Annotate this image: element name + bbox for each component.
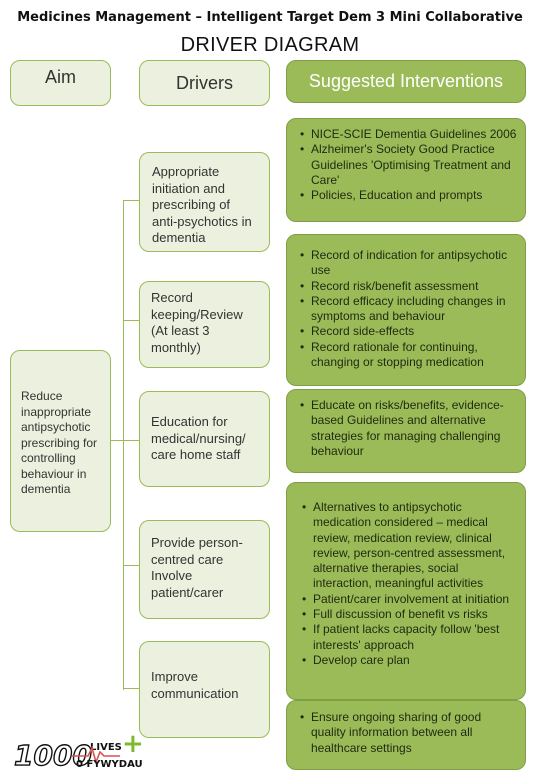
driver-box-5: Improve communication	[139, 641, 270, 738]
driver-spine	[123, 200, 124, 690]
aim-text: Reduce inappropriate antipsychotic presc…	[21, 389, 98, 496]
intervention-item: Record of indication for antipsychotic u…	[295, 248, 519, 279]
driver-text: Improve communication	[151, 669, 239, 701]
intervention-item: Record risk/benefit assessment	[295, 279, 519, 295]
intervention-box-2: Record of indication for antipsychotic u…	[286, 234, 526, 386]
intervention-box-3: Educate on risks/benefits, evidence- bas…	[286, 389, 526, 473]
logo-number: 1000	[14, 739, 92, 770]
intervention-item: Record side-effects	[295, 324, 519, 340]
interventions-header: Suggested Interventions	[286, 60, 526, 103]
driver-connector-1	[123, 200, 140, 201]
intervention-box-5: Ensure ongoing sharing of good quality i…	[286, 700, 526, 770]
intervention-item: Educate on risks/benefits, evidence- bas…	[295, 398, 519, 459]
aim-connector	[110, 440, 124, 441]
intervention-item: Record efficacy including changes in sym…	[295, 294, 519, 325]
driver-connector-2	[123, 320, 140, 321]
driver-connector-5	[123, 688, 140, 689]
intervention-item: Ensure ongoing sharing of good quality i…	[295, 710, 519, 756]
intervention-item: Full discussion of benefit vs risks	[297, 607, 519, 623]
intervention-box-4: Alternatives to antipsychotic medication…	[286, 482, 526, 700]
page-title: Medicines Management – Intelligent Targe…	[17, 10, 523, 25]
intervention-item: Alzheimer's Society Good Practice Guidel…	[295, 142, 519, 188]
driver-text: Appropriate initiation and prescribing o…	[152, 164, 252, 245]
pulse-line-icon	[72, 745, 120, 765]
driver-connector-3	[123, 440, 140, 441]
driver-box-3: Education for medical/nursing/ care home…	[139, 391, 270, 487]
logo-lives: LIVES	[90, 742, 122, 753]
diagram-heading: DRIVER DIAGRAM	[180, 34, 360, 56]
aim-header: Aim	[10, 60, 111, 106]
intervention-item: NICE-SCIE Dementia Guidelines 2006	[295, 127, 519, 143]
intervention-item: Alternatives to antipsychotic medication…	[297, 500, 519, 592]
intervention-item: Policies, Education and prompts	[295, 188, 519, 204]
drivers-header: Drivers	[139, 60, 270, 106]
intervention-item: Develop care plan	[297, 653, 519, 669]
driver-box-1: Appropriate initiation and prescribing o…	[139, 152, 270, 252]
driver-box-2: Record keeping/Review (At least 3 monthl…	[139, 281, 270, 368]
driver-text: Education for medical/nursing/ care home…	[151, 414, 246, 462]
logo-plus: +	[122, 734, 144, 759]
driver-box-4: Provide person-centred care Involve pati…	[139, 520, 270, 619]
intervention-item: Record rationale for continuing, changin…	[295, 340, 519, 371]
intervention-box-1: NICE-SCIE Dementia Guidelines 2006 Alzhe…	[286, 118, 526, 222]
driver-connector-4	[123, 565, 140, 566]
aim-box: Reduce inappropriate antipsychotic presc…	[10, 350, 111, 532]
logo-welsh: 0 FYWYDAU	[76, 759, 143, 770]
driver-text: Record keeping/Review (At least 3 monthl…	[151, 290, 243, 355]
driver-text: Provide person-centred care Involve pati…	[151, 535, 243, 600]
intervention-item: Patient/carer involvement at initiation	[297, 592, 519, 608]
intervention-item: If patient lacks capacity follow 'best i…	[297, 622, 519, 653]
1000-lives-logo: 1000 LIVES + 0 FYWYDAU	[14, 734, 144, 770]
